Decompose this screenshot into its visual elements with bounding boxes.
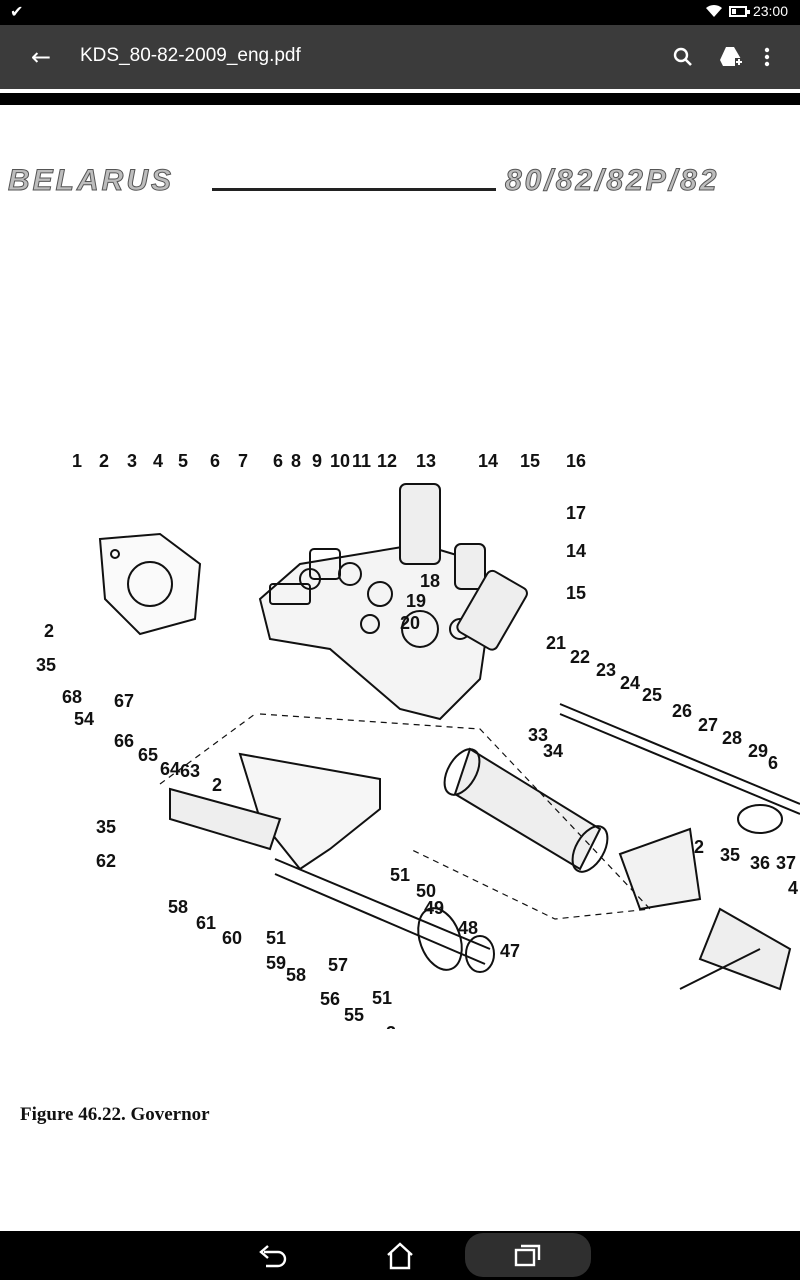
diagram-callout: 7 [238, 451, 248, 471]
diagram-callout: 27 [698, 715, 718, 735]
app-bar: ← KDS_80-82-2009_eng.pdf [0, 25, 800, 89]
diagram-callout: 64 [160, 759, 180, 779]
diagram-callout: 61 [196, 913, 216, 933]
diagram-callout: 67 [114, 691, 134, 711]
diagram-callout: 20 [400, 613, 420, 633]
diagram-callout: 22 [570, 647, 590, 667]
diagram-callout: 28 [722, 728, 742, 748]
diagram-callout: 68 [62, 687, 82, 707]
figure-caption: Figure 46.22. Governor [20, 1104, 210, 1125]
diagram-callout: 12 [377, 451, 397, 471]
diagram-callout: 15 [566, 583, 586, 603]
diagram-callout: 35 [96, 817, 116, 837]
diagram-callout: 15 [520, 451, 540, 471]
diagram-callout: 66 [114, 731, 134, 751]
brand-left: BELARUS [7, 164, 175, 198]
overflow-menu-icon[interactable] [752, 42, 782, 72]
diagram-callout: 37 [776, 853, 796, 873]
diagram-callout: 2 [99, 451, 109, 471]
diagram-callout: 59 [266, 953, 286, 973]
back-nav-icon[interactable] [256, 1239, 290, 1273]
brand-right: 80/82/82P/82 [505, 164, 720, 198]
diagram-callout: 49 [424, 898, 444, 918]
diagram-callout: 16 [566, 451, 586, 471]
diagram-callout: 4 [788, 878, 798, 898]
navigation-bar [0, 1231, 800, 1280]
diagram-callout: 51 [266, 928, 286, 948]
diagram-callout: 62 [96, 851, 116, 871]
diagram-callout: 11 [352, 451, 371, 471]
diagram-callout: 65 [138, 745, 158, 765]
diagram-callout: 14 [478, 451, 498, 471]
diagram-callout: 57 [328, 955, 348, 975]
diagram-callout: 58 [168, 897, 188, 917]
diagram-callout: 6 [768, 753, 778, 773]
diagram-callout: 2 [694, 837, 704, 857]
diagram-callout: 35 [720, 845, 740, 865]
diagram-callout: 25 [642, 685, 662, 705]
diagram-callout: 35 [36, 655, 56, 675]
diagram-callout: 4 [153, 451, 163, 471]
brand-rule [212, 188, 496, 191]
diagram-callout: 36 [750, 853, 770, 873]
diagram-callout: 10 [330, 451, 350, 471]
diagram-callout: 48 [458, 918, 478, 938]
diagram-callout: 33 [528, 725, 548, 745]
diagram-callout: 19 [406, 591, 426, 611]
home-icon[interactable] [383, 1239, 417, 1273]
diagram-callout: 6 [210, 451, 220, 471]
page-header-rule [0, 93, 800, 105]
search-icon[interactable] [668, 42, 698, 72]
battery-icon [728, 5, 750, 17]
diagram-callout: 3 [127, 451, 137, 471]
diagram-callout: 34 [543, 741, 563, 761]
pdf-page[interactable]: BELARUS 80/82/82P/82 [0, 89, 800, 1231]
diagram-callout: 1 [72, 451, 82, 471]
diagram-callout: 14 [566, 541, 586, 561]
diagram-callout: 3 [386, 1023, 396, 1029]
diagram-callout: 47 [500, 941, 520, 961]
diagram-callout: 50 [416, 881, 436, 901]
diagram-callout: 56 [320, 989, 340, 1009]
diagram-callout: 9 [312, 451, 322, 471]
diagram-callout: 24 [620, 673, 640, 693]
diagram-callout: 8 [291, 451, 301, 471]
document-title: KDS_80-82-2009_eng.pdf [80, 45, 301, 66]
diagram-callout: 54 [74, 709, 94, 729]
back-arrow-icon[interactable]: ← [30, 43, 52, 71]
diagram-callout: 21 [546, 633, 566, 653]
recent-apps-icon[interactable] [465, 1233, 591, 1277]
diagram-callout: 26 [672, 701, 692, 721]
diagram-callout: 17 [566, 503, 586, 523]
diagram-callout: 5 [178, 451, 188, 471]
diagram-callout: 6 [273, 451, 283, 471]
wifi-icon [705, 4, 722, 17]
status-icons: 23:00 [705, 3, 788, 19]
diagram-callout: 2 [44, 621, 54, 641]
diagram-callout: 51 [372, 988, 392, 1008]
diagram-callout: 2 [212, 775, 222, 795]
diagram-callout: 55 [344, 1005, 364, 1025]
diagram-callout: 63 [180, 761, 200, 781]
diagram-callout: 58 [286, 965, 306, 985]
diagram-callout: 23 [596, 660, 616, 680]
diagram-callout: 60 [222, 928, 242, 948]
add-to-drive-icon[interactable] [716, 42, 746, 72]
diagram-callout: 51 [390, 865, 410, 885]
status-bar: ✔ 23:00 [0, 0, 800, 25]
diagram-callout: 13 [416, 451, 436, 471]
diagram-callout: 29 [748, 741, 768, 761]
clock: 23:00 [752, 3, 788, 19]
download-complete-icon: ✔ [10, 2, 24, 21]
diagram-callout: 18 [420, 571, 440, 591]
